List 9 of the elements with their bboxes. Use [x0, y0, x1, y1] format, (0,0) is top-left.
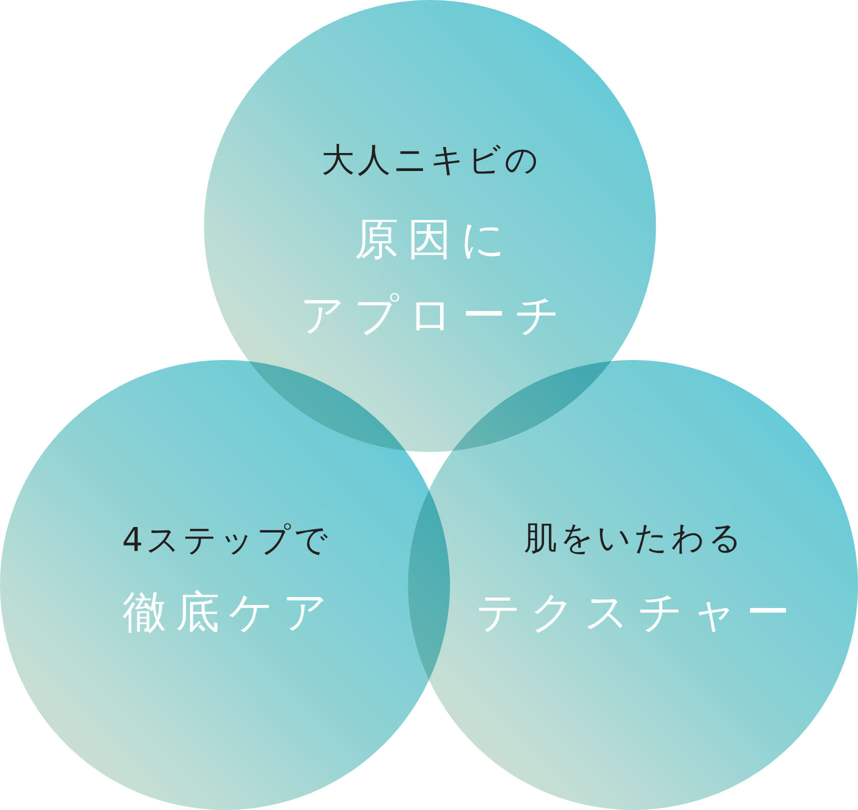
circle	[408, 360, 858, 810]
heading-text: アプローチ	[299, 289, 569, 344]
heading-text: テクスチャー	[475, 586, 799, 640]
heading-text: 原因に	[354, 213, 514, 268]
circle	[204, 0, 656, 452]
lead-text: 大人ニキビの	[320, 138, 542, 181]
lead-text: 肌をいたわる	[523, 516, 745, 559]
lead-text: 4ステップで	[121, 518, 331, 561]
heading-text: 徹底ケア	[122, 586, 336, 640]
